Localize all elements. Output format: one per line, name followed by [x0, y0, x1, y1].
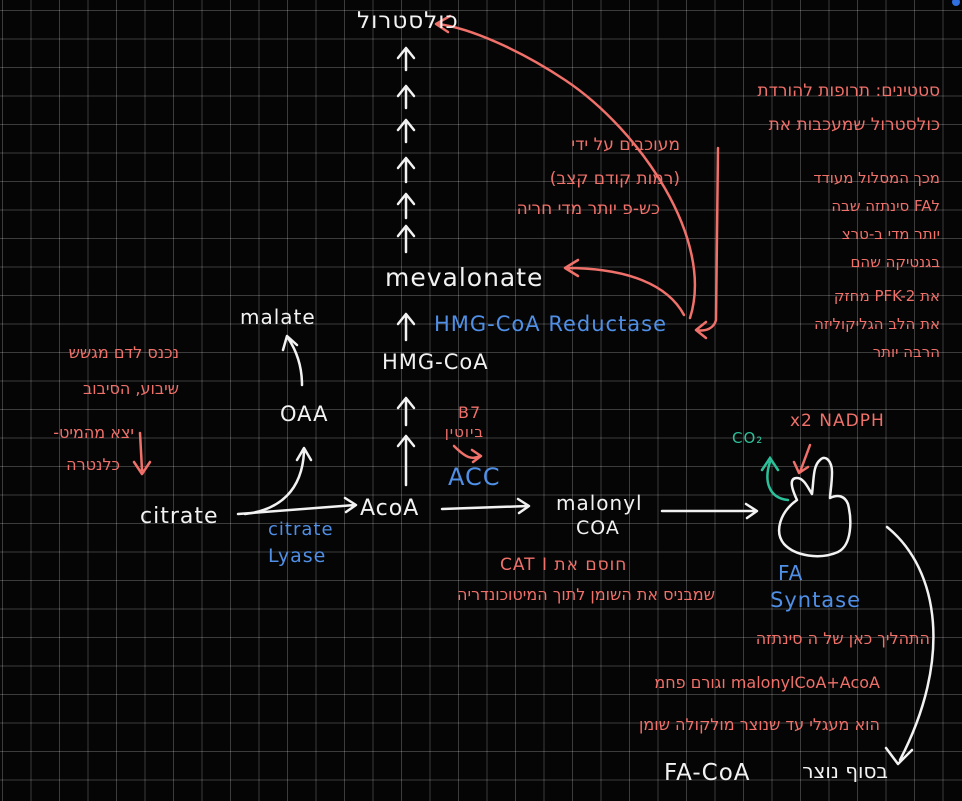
- transport-note-line-3: יצא מהמיט-: [53, 423, 134, 442]
- fa-coa-hebrew-label: בסוף נוצר: [802, 759, 888, 783]
- arrow-biotin-to-acc: [452, 444, 483, 464]
- arrow-nadph-to-synthase: [792, 443, 812, 475]
- fa-synthase-label-1: FA: [778, 561, 804, 585]
- cat-note-line-2: שמבניס את השומן לתוך המיטוכונדריה: [457, 585, 715, 604]
- synthase-note-line-3: הוא מעגלי עד שנוצר מולקולה שומן: [639, 715, 880, 734]
- transport-note-line-4: כלנטרה: [66, 455, 120, 474]
- citrate-label: citrate: [140, 504, 219, 529]
- nadph-label: x2 NADPH: [790, 411, 885, 431]
- arrow-transport-note: [132, 431, 152, 476]
- arrow-acoa-to-hmg-2: [396, 434, 416, 487]
- inhibited-note-line-3: כש-פ יותר מדי חריה: [516, 199, 660, 219]
- corner-dot: [952, 0, 960, 6]
- synthase-note-line-2: malonylCoA+AcoA וגורם פחמ: [654, 673, 880, 692]
- arrow-co2-out: [760, 455, 790, 502]
- transport-note-line-2: שיבוע, הסיבוב: [83, 379, 179, 398]
- biotin-label: ביוטין: [444, 423, 484, 441]
- reg-note-line-4: בגנטיקה שהם: [850, 253, 940, 271]
- reg-note-line-7: הרבה יותר: [872, 343, 940, 361]
- cholesterol-label: כולסטרול: [357, 8, 459, 34]
- hmg-reductase-label: HMG-CoA Reductase: [434, 312, 668, 336]
- arrow-reductase-to-cholesterol: [434, 14, 697, 320]
- malonyl-label: malonyl: [556, 491, 643, 515]
- fa-coa-label: FA-CoA: [664, 760, 751, 786]
- malate-label: malate: [240, 305, 316, 329]
- inhibited-note-line-1: מעוכבים על ידי: [571, 135, 680, 155]
- mevalonate-label: mevalonate: [385, 263, 544, 292]
- arrow-chain-1: [396, 46, 416, 72]
- acoa-label: AcoA: [360, 496, 420, 521]
- arrow-chain-6: [396, 224, 416, 254]
- reg-note-line-1: מכך המסלול מעודד: [813, 169, 940, 187]
- arrow-oaa-to-malate: [281, 334, 304, 387]
- fa-synthase-label-2: Syntase: [770, 588, 862, 612]
- arrow-citrate-to-oaa: [243, 446, 313, 516]
- arrow-reductase-to-mevalonate: [563, 258, 686, 317]
- arrow-hmg-to-meval: [396, 312, 416, 342]
- reg-note-line-5: את PFK-2 מחזק: [833, 287, 940, 305]
- reg-note-line-2: לFA סינתזה שבה: [831, 197, 940, 215]
- acc-label: ACC: [448, 463, 501, 491]
- arrow-malonyl-to-synthase: [660, 502, 759, 520]
- arrow-acoa-to-malonyl: [440, 497, 531, 515]
- arrow-chain-3: [396, 118, 416, 144]
- fa-synthase-shape: [777, 456, 852, 558]
- oaa-label: OAA: [280, 402, 329, 426]
- arrow-statins-to-reductase: [694, 146, 720, 340]
- arrow-chain-4: [396, 156, 416, 184]
- statins-note-line-1: סטטינים: תרופות להורדת: [757, 81, 940, 101]
- malonyl-coa-label: COA: [576, 517, 620, 539]
- citrate-lyase-label-2: Lyase: [268, 545, 327, 567]
- inhibited-note-line-2: (רמות קודם קצב): [549, 169, 680, 189]
- statins-note-line-2: כולסטרול שמעכבות את: [768, 115, 940, 135]
- b7-label: B7: [458, 403, 482, 422]
- cat-note-line-1: CAT I חוסם את: [500, 555, 628, 575]
- reg-note-line-6: את הלב הגליקוליזה: [814, 315, 940, 333]
- synthase-note-line-1: התהליך כאן של ה סינתזה: [755, 629, 930, 648]
- arrow-chain-2: [396, 84, 416, 110]
- hmg-coa-label: HMG-CoA: [382, 350, 489, 374]
- arrow-acoa-to-hmg-1: [396, 396, 416, 427]
- co2-label: CO₂: [732, 429, 764, 447]
- reg-note-line-3: יותר מדי ב-טרצ: [841, 225, 940, 243]
- arrow-chain-5: [396, 192, 416, 220]
- citrate-lyase-label-1: citrate: [268, 519, 334, 540]
- transport-note-line-1: נכנס לדם מגשש: [68, 343, 179, 362]
- arrow-synthase-to-facoa: [884, 525, 935, 766]
